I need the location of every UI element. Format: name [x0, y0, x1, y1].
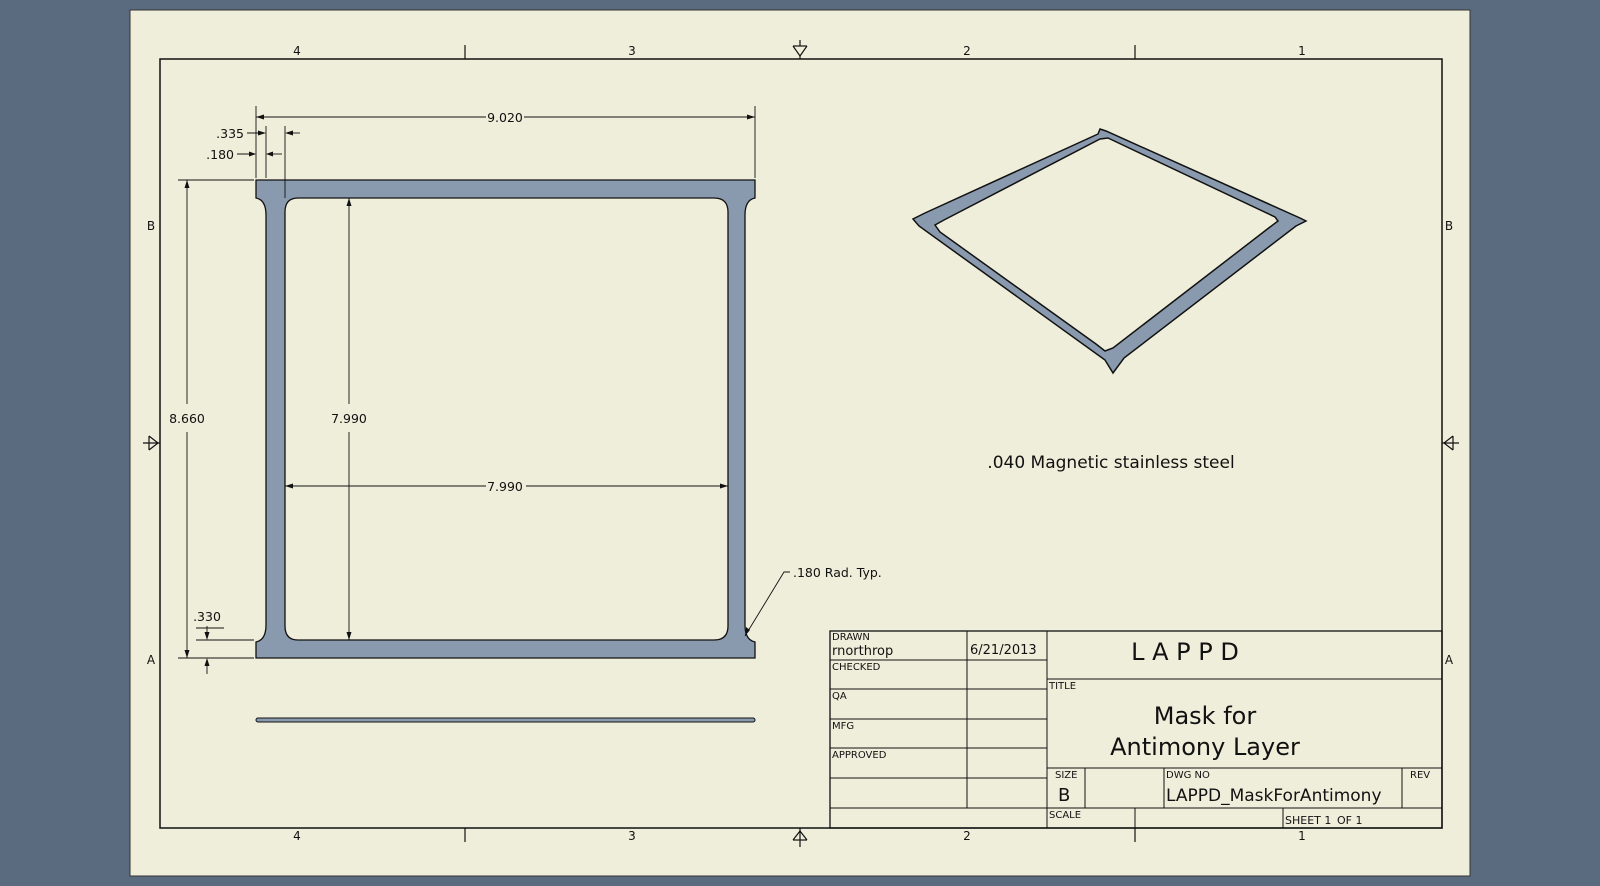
- dim-flange-offset: .335: [216, 126, 244, 141]
- zone-ticks: [464, 45, 1136, 842]
- title-label: TITLE: [1048, 681, 1076, 692]
- drawn-label: DRAWN: [832, 632, 870, 643]
- zone-row-left: B: [147, 219, 155, 233]
- zone-col-top: 2: [963, 44, 971, 58]
- dim-inner-width: 7.990: [487, 479, 523, 494]
- dwg-no-label: DWG NO: [1166, 770, 1210, 781]
- approved-label: APPROVED: [832, 750, 887, 761]
- zone-col-bottom: 2: [963, 829, 971, 843]
- zone-row-right: A: [1445, 653, 1454, 667]
- mask-isometric-view: [911, 128, 1308, 375]
- dimension-arrowheads: [184, 114, 755, 666]
- zone-col-bottom: 3: [628, 829, 636, 843]
- dim-bottom-lip: .330: [193, 609, 221, 624]
- title-line-2: Antimony Layer: [1110, 733, 1300, 761]
- dim-web-offset: .180: [206, 147, 234, 162]
- sheet-of: OF 1: [1337, 814, 1362, 827]
- dim-overall-width: 9.020: [487, 110, 523, 125]
- mask-edge-view: [255, 717, 756, 723]
- size-label: SIZE: [1055, 770, 1077, 781]
- dimension-texts: 9.020 .335 .180 8.660 7.990 7.990 .330 .…: [169, 110, 882, 624]
- zone-labels: 4 3 2 1 4 3 2 1 B A B A: [147, 44, 1454, 843]
- title-block: DRAWN rnorthrop 6/21/2013 CHECKED QA MFG…: [829, 630, 1443, 829]
- dim-overall-height: 8.660: [169, 411, 205, 426]
- zone-col-top: 4: [293, 44, 301, 58]
- center-arrow-bottom-icon: [792, 828, 808, 847]
- sheet-label: SHEET 1: [1285, 814, 1331, 827]
- center-arrow-top-icon: [792, 40, 808, 59]
- zone-col-top: 1: [1298, 44, 1306, 58]
- zone-row-right: B: [1445, 219, 1453, 233]
- rev-label: REV: [1410, 770, 1430, 781]
- title-block-grid: [830, 631, 1442, 828]
- zone-col-bottom: 1: [1298, 829, 1306, 843]
- zone-col-top: 3: [628, 44, 636, 58]
- qa-label: QA: [832, 691, 847, 702]
- checked-label: CHECKED: [832, 662, 881, 673]
- title-line-1: Mask for: [1154, 702, 1257, 730]
- center-arrow-left-icon: [143, 435, 160, 451]
- drawn-by: rnorthrop: [832, 644, 893, 659]
- mfg-label: MFG: [832, 721, 854, 732]
- material-note: .040 Magnetic stainless steel: [987, 453, 1234, 473]
- dim-radius-note: .180 Rad. Typ.: [793, 565, 882, 580]
- zone-row-left: A: [147, 653, 156, 667]
- drawn-date: 6/21/2013: [970, 643, 1037, 658]
- size-value: B: [1058, 785, 1070, 806]
- center-arrow-right-icon: [1442, 435, 1459, 451]
- drawing-sheet: [129, 9, 1471, 877]
- dwg-no-value: LAPPD_MaskForAntimony: [1166, 786, 1382, 806]
- zone-col-bottom: 4: [293, 829, 301, 843]
- scale-label: SCALE: [1049, 810, 1081, 821]
- title-block-frame: [829, 630, 1443, 829]
- mask-front-view: [255, 179, 756, 659]
- centering-arrows: [143, 40, 1459, 847]
- company-name: L A P P D: [1131, 638, 1239, 666]
- dim-inner-height: 7.990: [331, 411, 367, 426]
